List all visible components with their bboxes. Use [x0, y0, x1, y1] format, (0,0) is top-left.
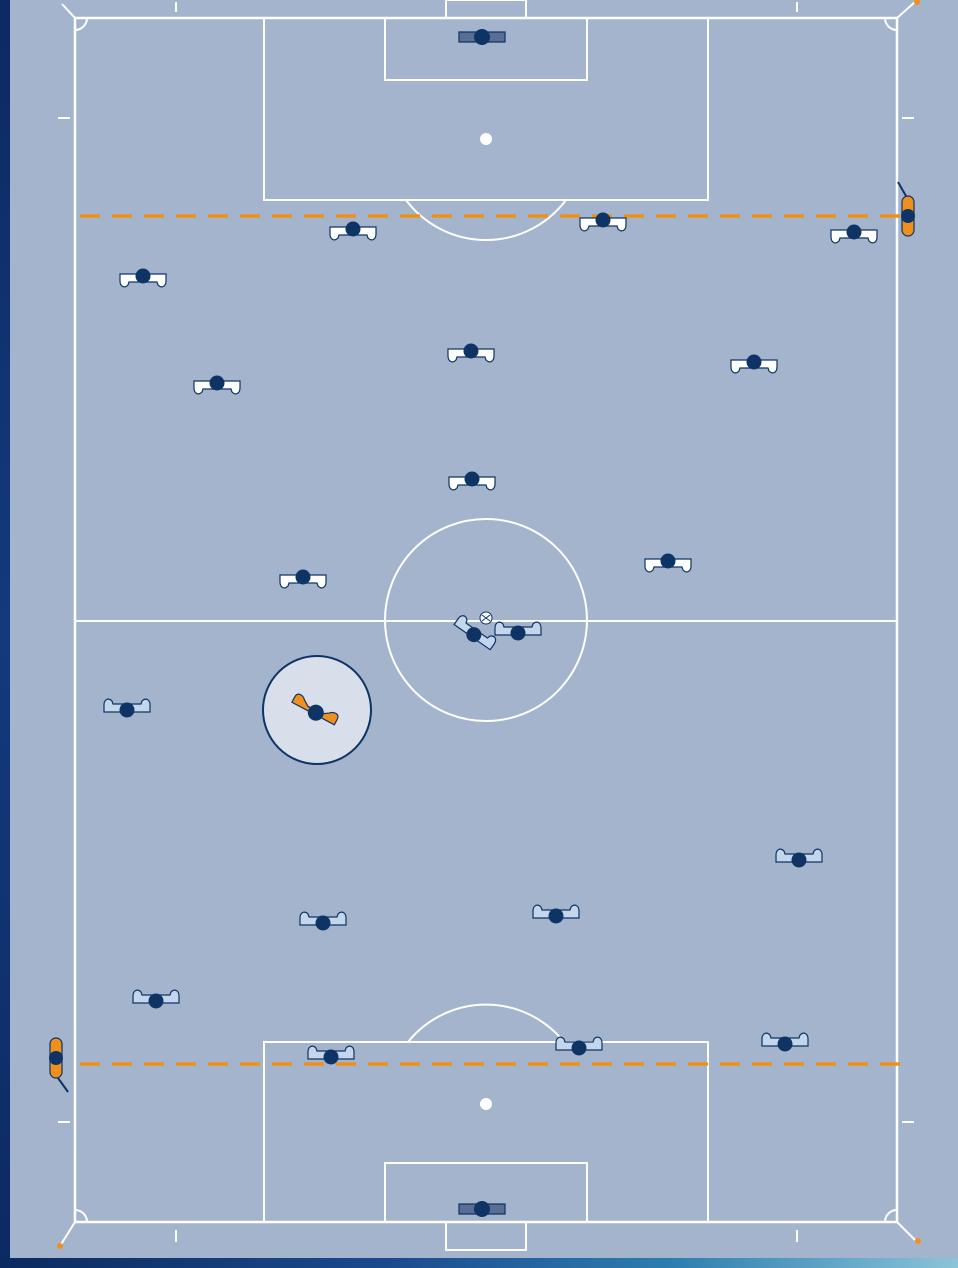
board-area — [10, 0, 958, 1258]
bottom-penalty-spot — [480, 1098, 492, 1110]
goalkeeper-bottom — [459, 1201, 505, 1217]
ball-icon — [480, 612, 492, 624]
pitch-diagram — [10, 0, 958, 1258]
top-penalty-spot — [480, 133, 492, 145]
left-border-stripe — [0, 0, 10, 1268]
pitch-surface — [10, 0, 958, 1258]
bottom-border-stripe — [0, 1258, 958, 1268]
corner-flag-top — [57, 1243, 63, 1249]
corner-flag-top — [915, 1238, 921, 1244]
